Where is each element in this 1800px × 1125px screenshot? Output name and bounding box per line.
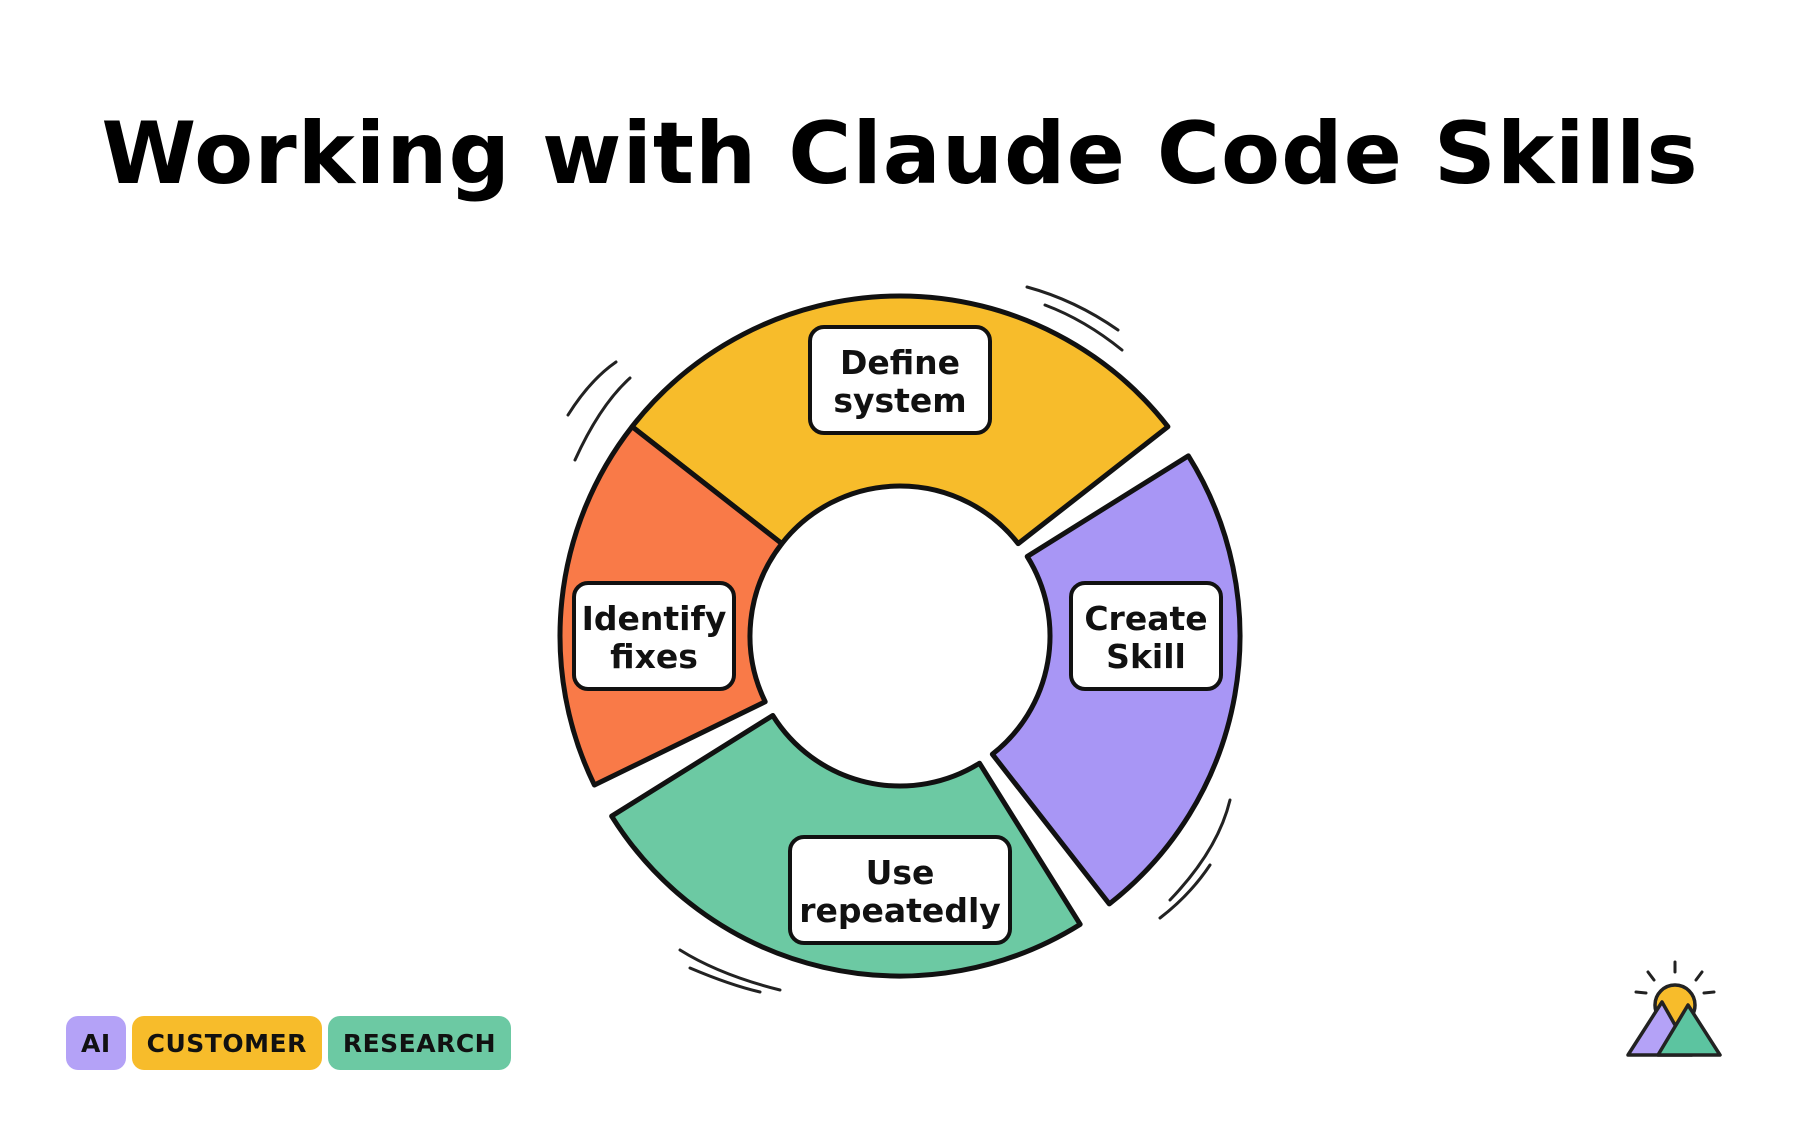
motion-line: [1025, 285, 1120, 332]
step-label-create-line-1: Skill: [1106, 637, 1186, 676]
step-label-create-line-0: Create: [1084, 599, 1207, 638]
step-label-define-line-1: system: [833, 381, 966, 420]
step-label-use-line-1: repeatedly: [799, 891, 1001, 930]
tag-group: AI CUSTOMER RESEARCH: [66, 1016, 512, 1070]
motion-line: [1168, 798, 1232, 902]
step-label-identify-line-0: Identify: [582, 599, 727, 638]
tag-customer: CUSTOMER: [131, 1016, 322, 1070]
tag-ai: AI: [66, 1016, 126, 1070]
motion-line: [1043, 303, 1124, 352]
step-label-identify-line-1: fixes: [610, 637, 698, 676]
mountain-sun-icon: [1620, 960, 1740, 1070]
motion-line: [1158, 863, 1212, 920]
step-box-use: [788, 835, 1012, 945]
step-label-use-line-0: Use: [866, 853, 935, 892]
motion-line: [688, 966, 762, 994]
page-title: Working with Claude Code Skills: [101, 104, 1699, 204]
motion-line: [678, 948, 782, 992]
motion-line: [573, 376, 632, 462]
step-box-identify: [572, 581, 736, 691]
motion-line: [566, 360, 618, 417]
step-box-define: [808, 325, 992, 435]
motion-lines: [566, 285, 1232, 994]
step-box-create: [1069, 581, 1223, 691]
tag-research: RESEARCH: [327, 1016, 512, 1070]
step-label-define-line-0: Define: [840, 343, 960, 382]
